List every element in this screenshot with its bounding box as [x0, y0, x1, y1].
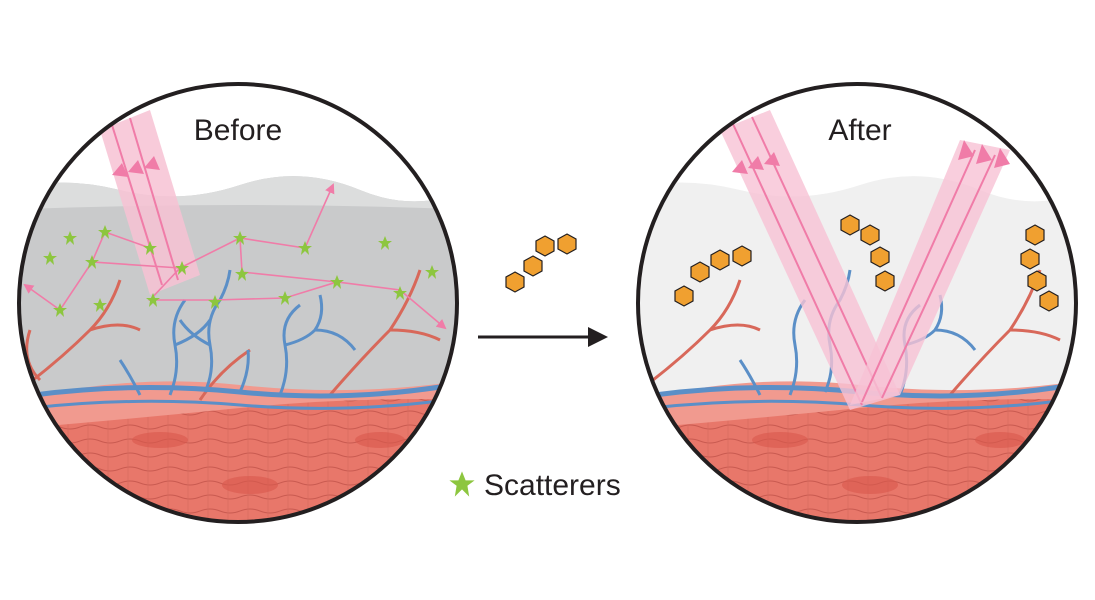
legend: Scatterers [449, 469, 621, 502]
after-panel [638, 84, 1076, 522]
before-circle-outline [17, 82, 459, 524]
dye-molecule [505, 233, 577, 293]
transition-arrow-icon [478, 327, 608, 347]
legend-label: Scatterers [484, 469, 621, 502]
after-circle-outline [636, 82, 1078, 524]
before-panel [19, 84, 457, 522]
red-vessels [19, 269, 441, 401]
after-label: After [828, 114, 891, 147]
blue-vessels [19, 269, 457, 414]
scatterers [43, 225, 439, 317]
star-icon [449, 471, 475, 497]
molecules [674, 214, 1059, 312]
before-label: Before [194, 114, 282, 147]
